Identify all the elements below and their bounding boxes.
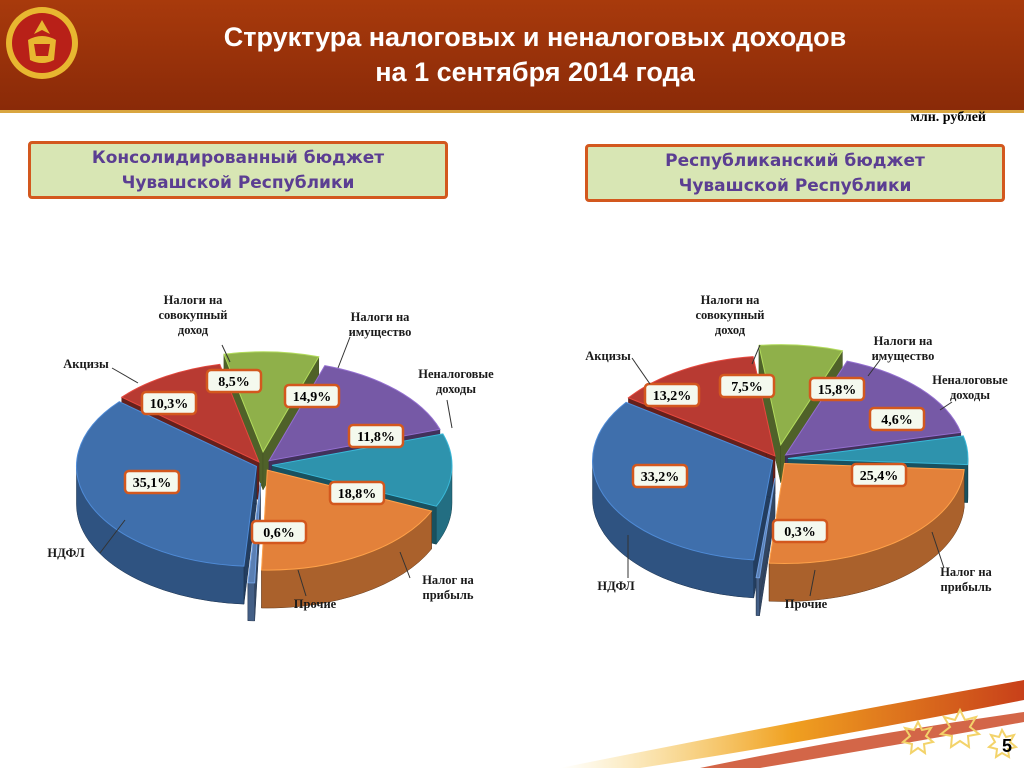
header-divider [0, 110, 1024, 113]
consolidated-title-line-1: Консолидированный бюджет [91, 148, 385, 168]
title-line-2: на 1 сентября 2014 года [375, 57, 695, 87]
leader-line-0-6 [297, 569, 307, 597]
value-label-box-0-3 [283, 383, 341, 409]
leader-line-1-5 [931, 531, 945, 569]
pie-slice-top-1-6 [755, 478, 776, 579]
category-label-0-0: НДФЛ [47, 546, 85, 560]
republican-title-line-1: Республиканский бюджет [665, 151, 925, 171]
value-label-1-2: 7,5% [731, 380, 763, 395]
value-label-1-0: 33,2% [641, 470, 680, 485]
value-label-box-0-4 [347, 423, 405, 449]
value-label-0-1: 10,3% [150, 397, 189, 412]
value-label-1-1: 13,2% [653, 389, 692, 404]
pie-slice-wall-1-6 [755, 577, 760, 617]
leader-line-1-1 [631, 357, 651, 385]
consolidated-title-line-2: Чувашской Республики [121, 173, 355, 193]
leader-line-0-1 [111, 367, 139, 384]
leader-line-1-2 [751, 344, 761, 365]
value-label-box-0-2 [205, 368, 263, 394]
leader-line-1-3 [867, 359, 881, 377]
value-label-box-1-6 [771, 518, 829, 544]
value-label-box-1-5 [850, 462, 908, 488]
republican-budget-title: Республиканский бюджет Чувашской Республ… [585, 144, 1005, 202]
unit-label: млн. рублей [910, 110, 986, 125]
page-number: 5 [1001, 736, 1012, 756]
value-label-1-3: 15,8% [818, 383, 857, 398]
consolidated-budget-title: Консолидированный бюджет Чувашской Респу… [28, 141, 448, 199]
header-bar [0, 0, 1024, 110]
consolidated-pie-labels: 35,1% 10,3% 8,5% 14,9% 11,8% 18,8% 0,6% НДФЛ Акц… [47, 293, 494, 611]
value-label-box-0-5 [328, 480, 386, 506]
leader-line-0-0 [99, 519, 126, 554]
category-label-1-0: НДФЛ [597, 579, 635, 593]
value-label-box-1-2 [718, 373, 776, 399]
decorative-swoosh-2 [700, 712, 1024, 768]
value-label-box-0-6 [250, 519, 308, 545]
category-label-0-1: Акцизы [63, 357, 109, 371]
value-label-0-0: 35,1% [133, 476, 172, 491]
value-label-0-5: 18,8% [338, 487, 377, 502]
page-title: Структура налоговых и неналоговых доходо… [130, 20, 940, 90]
value-label-0-4: 11,8% [357, 430, 395, 445]
value-label-0-3: 14,9% [293, 390, 332, 405]
value-label-box-0-1 [140, 390, 198, 416]
value-label-box-1-4 [868, 406, 926, 432]
pie-slice-1-6 [755, 478, 776, 617]
category-label-1-1: Акцизы [585, 349, 631, 363]
leader-line-0-3 [337, 336, 351, 369]
pie-slice-top-0-5 [260, 469, 433, 571]
value-label-1-4: 4,6% [881, 413, 913, 428]
value-label-box-1-3 [808, 376, 866, 402]
leader-line-1-4 [939, 401, 953, 411]
pie-slice-top-1-2 [758, 344, 844, 446]
pie-slice-top-0-4 [271, 433, 453, 507]
value-label-1-6: 0,3% [784, 525, 816, 540]
republican-pie-labels: 33,2% 13,2% 7,5% 15,8% 4,6% 25,4% 0,3% НДФЛ Акци… [585, 293, 1008, 611]
leader-line-0-5 [399, 551, 411, 579]
leader-line-1-6 [809, 569, 816, 597]
title-line-1: Структура налоговых и неналоговых доходо… [223, 22, 847, 52]
decorative-star-icons [900, 707, 1019, 760]
category-label-0-6: Прочие [294, 597, 337, 611]
value-label-box-1-0 [631, 463, 689, 489]
decorative-swoosh [560, 680, 1024, 768]
category-label-1-6: Прочие [785, 597, 828, 611]
coat-of-arms-icon [6, 7, 78, 79]
pie-slice-top-1-4 [787, 435, 969, 466]
leader-line-0-2 [221, 344, 231, 363]
value-label-0-2: 8,5% [218, 375, 250, 390]
value-label-box-0-0 [123, 469, 181, 495]
republican-title-line-2: Чувашской Республики [678, 176, 912, 196]
value-label-box-1-1 [643, 382, 701, 408]
value-label-1-5: 25,4% [860, 469, 899, 484]
value-label-0-6: 0,6% [263, 526, 295, 541]
pie-slice-wall-0-6 [247, 582, 255, 622]
leader-line-0-4 [446, 399, 453, 429]
